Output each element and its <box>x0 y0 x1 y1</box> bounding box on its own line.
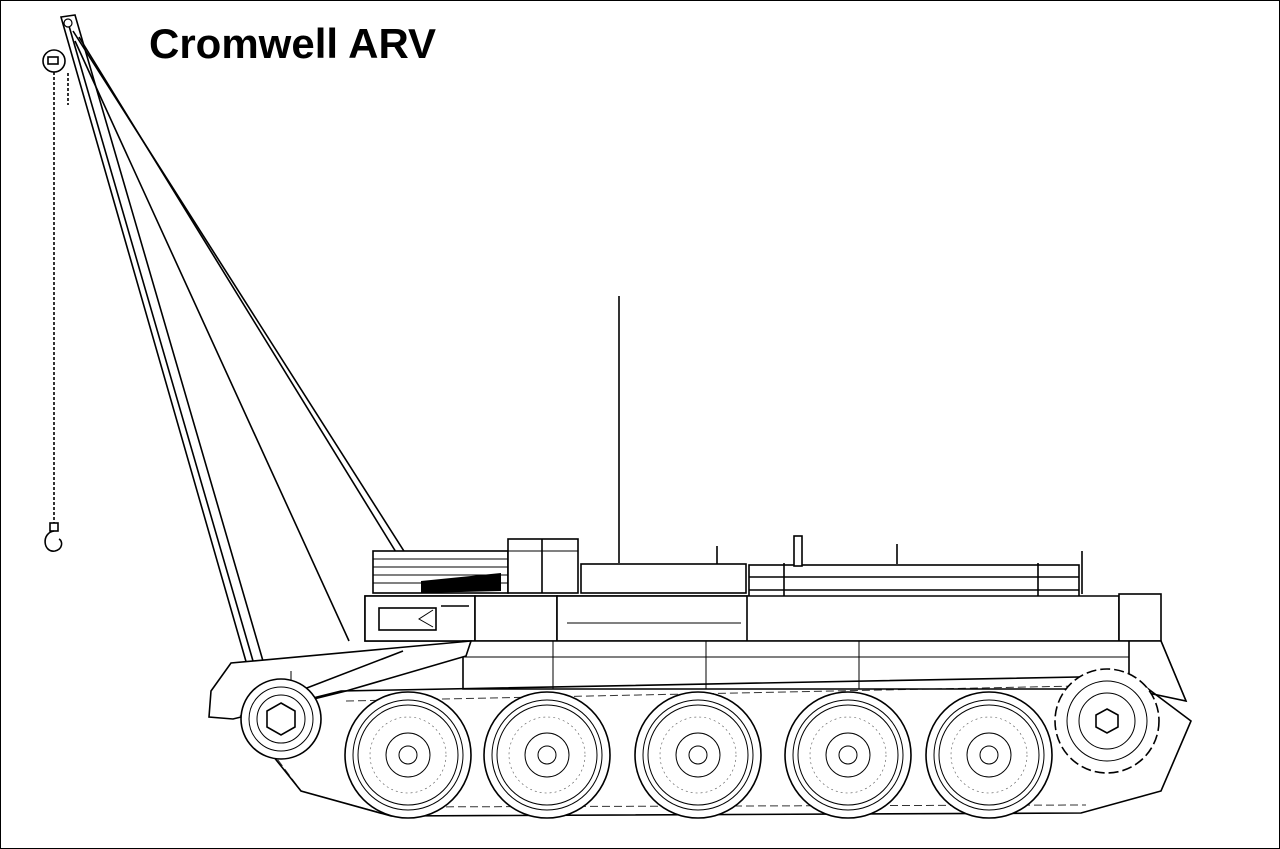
drawing-title: Cromwell ARV <box>149 20 437 67</box>
superstructure <box>372 535 1083 636</box>
road-wheels <box>344 691 1053 819</box>
front-idler <box>240 678 322 760</box>
crane-jib <box>59 14 424 666</box>
drive-sprocket <box>1054 668 1160 774</box>
hoist-and-hook <box>42 49 69 552</box>
